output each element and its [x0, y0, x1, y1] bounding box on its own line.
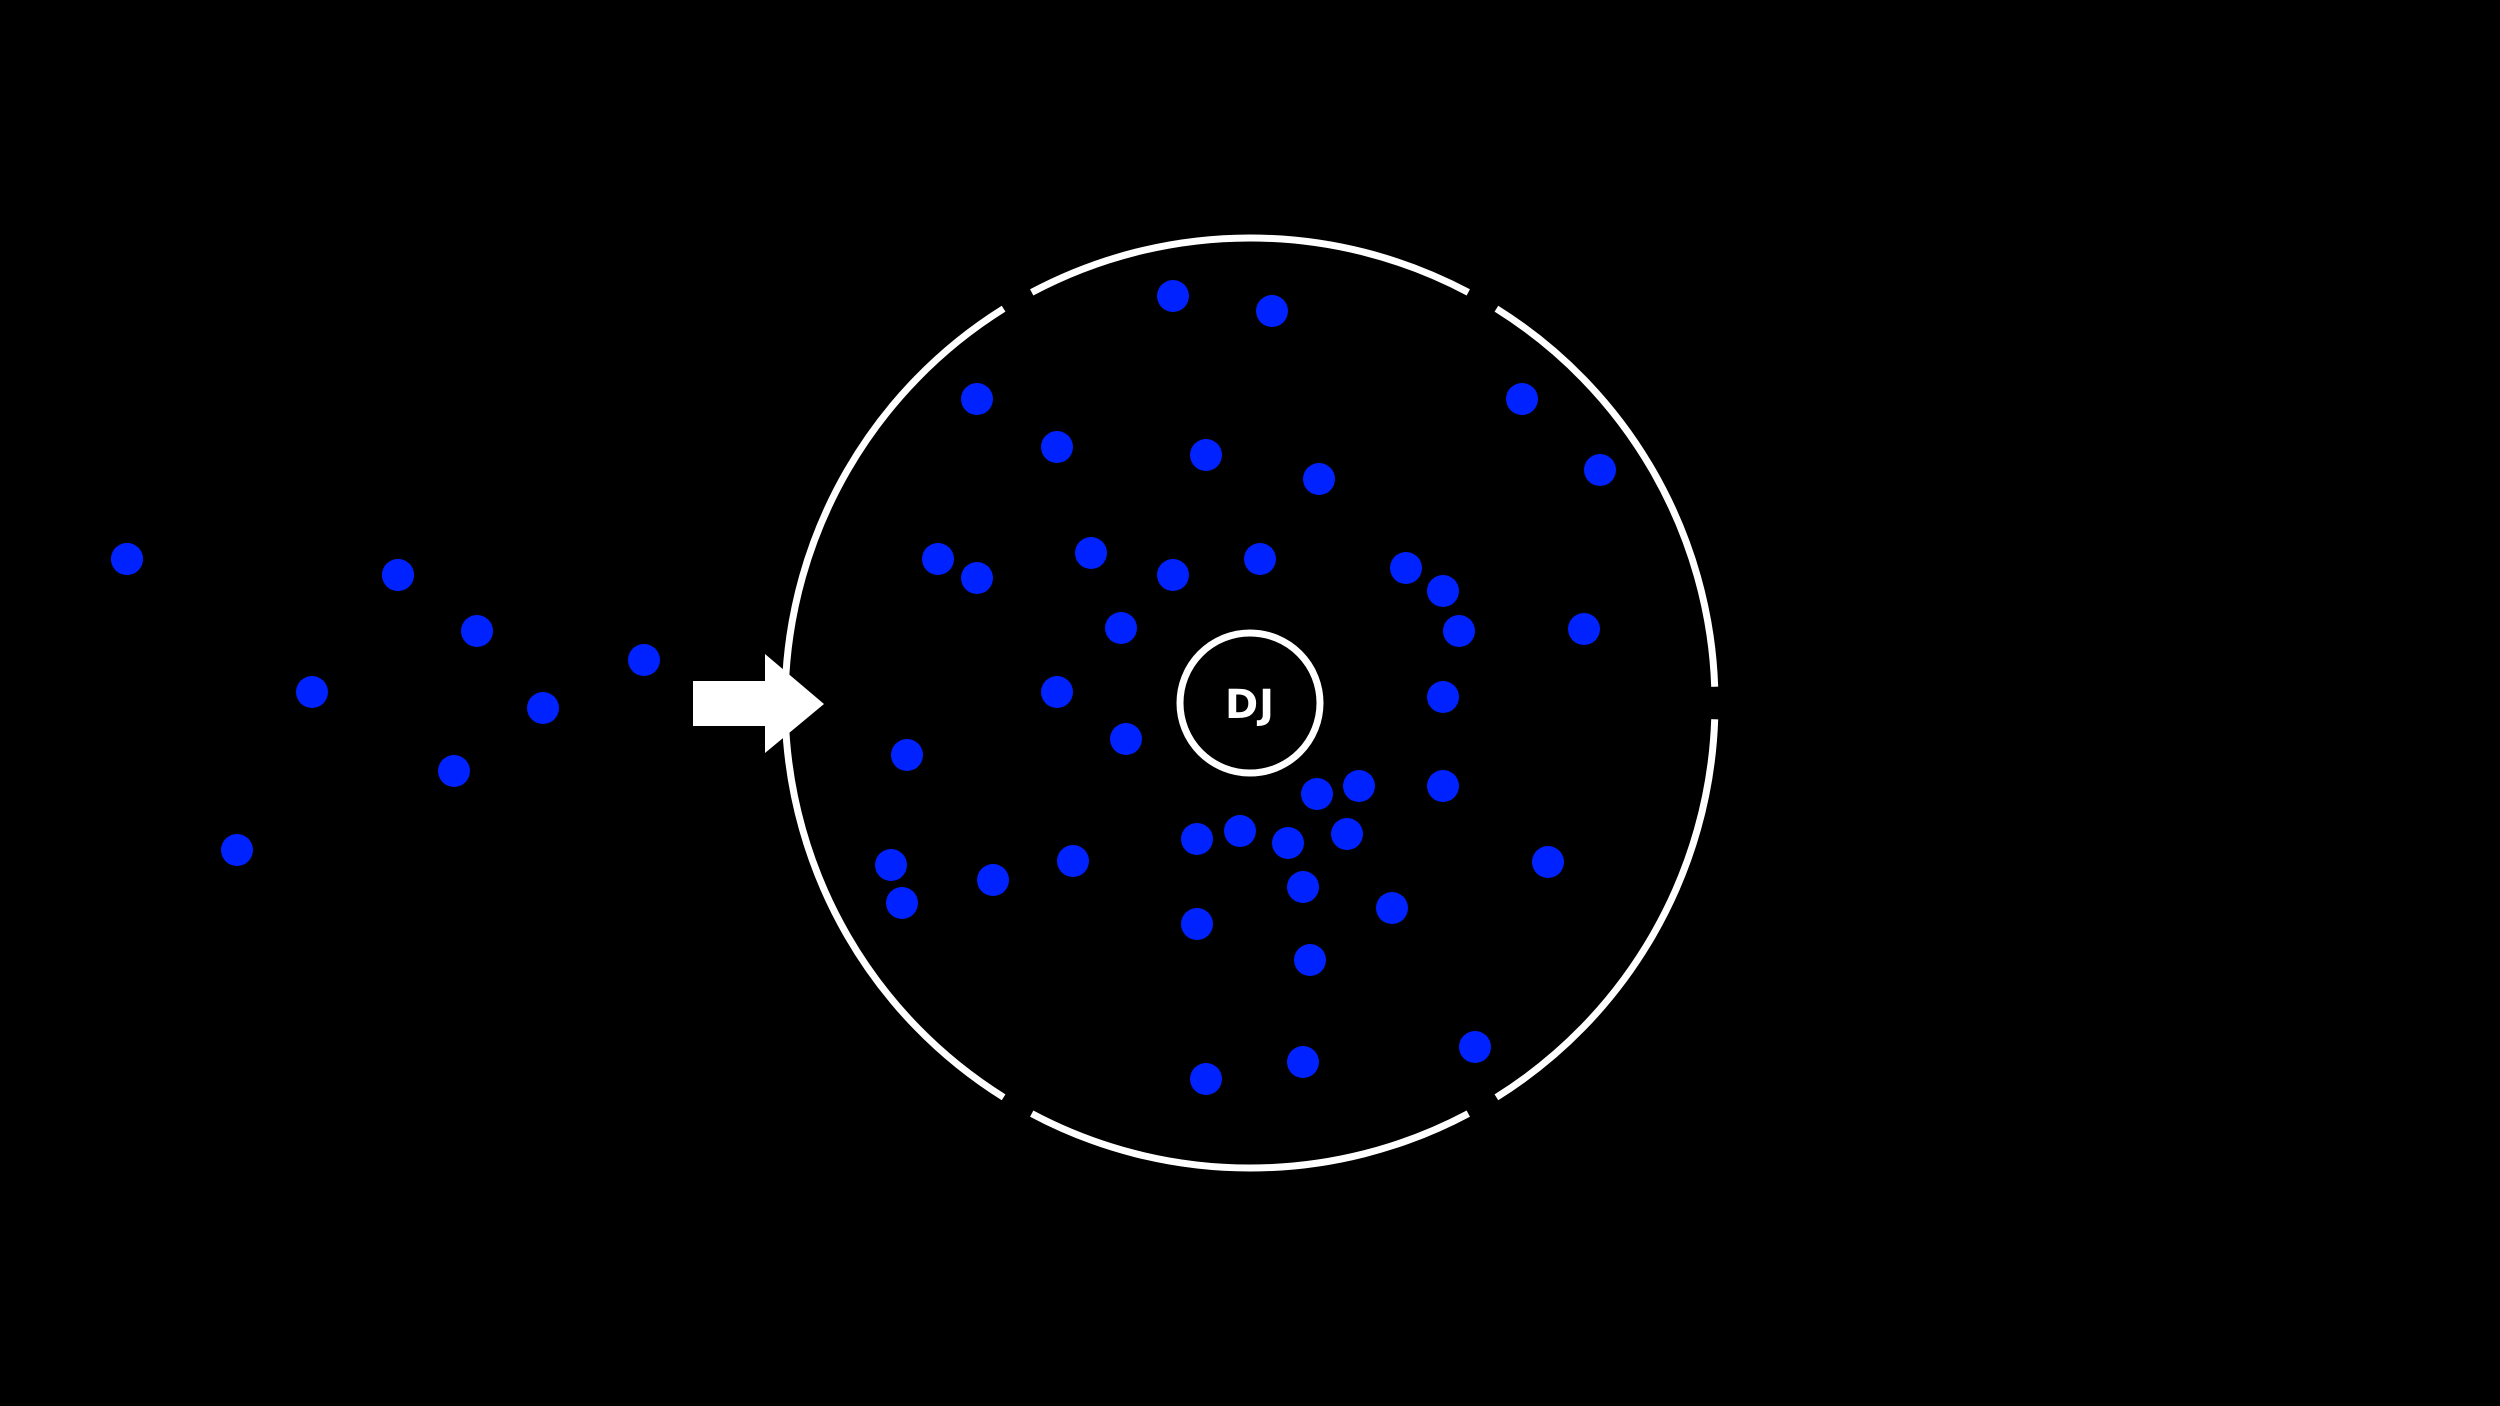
person-dot-inside: [1427, 681, 1459, 713]
person-dot-inside: [1532, 846, 1564, 878]
person-dot-inside: [1303, 463, 1335, 495]
person-dot-inside: [961, 562, 993, 594]
dots-outside-group: [111, 543, 660, 866]
person-dot-inside: [1041, 431, 1073, 463]
ring-segment: [1030, 234, 1470, 296]
person-dot-inside: [1041, 676, 1073, 708]
person-dot-inside: [1157, 280, 1189, 312]
person-dot-outside: [628, 644, 660, 676]
person-dot-inside: [891, 739, 923, 771]
person-dot-inside: [1568, 613, 1600, 645]
person-dot-inside: [1287, 1046, 1319, 1078]
person-dot-inside: [1301, 778, 1333, 810]
person-dot-inside: [1459, 1031, 1491, 1063]
person-dot-inside: [1244, 543, 1276, 575]
person-dot-inside: [1427, 770, 1459, 802]
person-dot-outside: [461, 615, 493, 647]
dance-floor-ring: [781, 234, 1719, 1172]
person-dot-outside: [111, 543, 143, 575]
person-dot-inside: [1343, 770, 1375, 802]
person-dot-inside: [886, 887, 918, 919]
person-dot-inside: [1427, 575, 1459, 607]
person-dot-inside: [1390, 552, 1422, 584]
person-dot-inside: [1157, 559, 1189, 591]
ring-segment: [781, 719, 1006, 1101]
person-dot-inside: [1584, 454, 1616, 486]
person-dot-outside: [221, 834, 253, 866]
person-dot-inside: [1105, 612, 1137, 644]
person-dot-inside: [1443, 615, 1475, 647]
person-dot-outside: [382, 559, 414, 591]
dots-inside-group: [875, 280, 1616, 1095]
person-dot-inside: [1331, 818, 1363, 850]
person-dot-inside: [1075, 537, 1107, 569]
person-dot-inside: [1190, 1063, 1222, 1095]
person-dot-inside: [1224, 815, 1256, 847]
dj-booth: DJ: [1176, 629, 1324, 777]
person-dot-inside: [1181, 908, 1213, 940]
dj-label: DJ: [1225, 682, 1275, 728]
person-dot-outside: [296, 676, 328, 708]
person-dot-inside: [1287, 871, 1319, 903]
person-dot-outside: [438, 755, 470, 787]
person-dot-inside: [1181, 823, 1213, 855]
person-dot-inside: [1256, 295, 1288, 327]
entry-arrow-icon: [693, 654, 824, 753]
person-dot-outside: [527, 692, 559, 724]
person-dot-inside: [977, 864, 1009, 896]
ring-segment: [1494, 719, 1719, 1101]
person-dot-inside: [1190, 439, 1222, 471]
person-dot-inside: [1294, 944, 1326, 976]
dj-circle: [1176, 629, 1324, 777]
person-dot-inside: [1057, 845, 1089, 877]
person-dot-inside: [1506, 383, 1538, 415]
ring-segment: [1030, 1110, 1470, 1172]
person-dot-inside: [961, 383, 993, 415]
person-dot-inside: [1376, 892, 1408, 924]
ring-segment: [781, 305, 1006, 687]
person-dot-inside: [1110, 723, 1142, 755]
ring-segment: [1494, 305, 1719, 687]
person-dot-inside: [875, 849, 907, 881]
person-dot-inside: [922, 543, 954, 575]
person-dot-inside: [1272, 827, 1304, 859]
